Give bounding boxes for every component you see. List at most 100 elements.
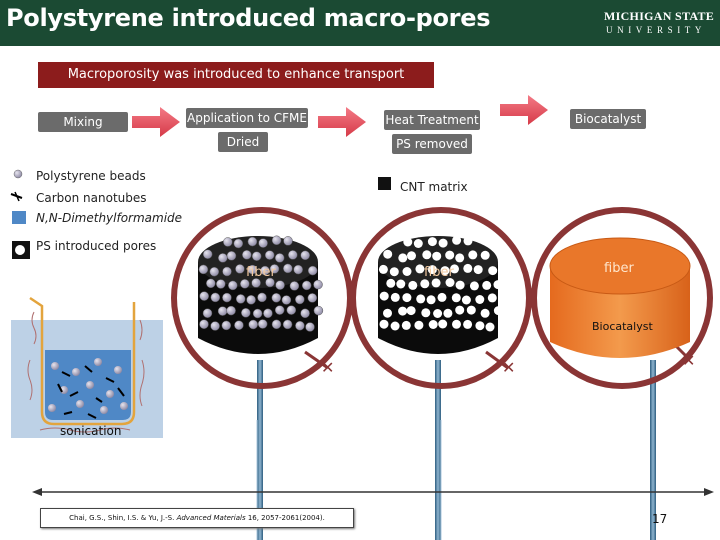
pore xyxy=(383,308,392,318)
pore xyxy=(390,292,400,302)
ps-bead xyxy=(269,264,280,274)
legend-cnt-matrix-label: CNT matrix xyxy=(400,180,468,194)
pore xyxy=(398,253,408,263)
sonication-label: sonication xyxy=(60,424,121,438)
legend-dmf-label: N,N-Dimethylformamide xyxy=(36,211,183,225)
ps-bead xyxy=(281,295,292,305)
ps-bead xyxy=(264,250,275,260)
pore xyxy=(396,279,406,289)
ps-bead xyxy=(209,266,220,277)
ps-bead xyxy=(241,308,251,318)
pore xyxy=(422,250,432,260)
pore xyxy=(427,265,437,275)
pore xyxy=(485,322,495,332)
legend-cnt-matrix-icon xyxy=(378,177,391,190)
arrow-heat-to-biocatalyst xyxy=(500,95,548,125)
ps-bead xyxy=(202,249,213,259)
pore xyxy=(461,295,471,305)
legend-cnt-icon xyxy=(10,191,23,202)
step-heat-treatment: Heat Treatment xyxy=(384,110,480,130)
pore xyxy=(414,320,424,330)
pore xyxy=(455,305,465,315)
ps-bead xyxy=(286,305,297,315)
ps-bead xyxy=(313,305,324,316)
pore xyxy=(443,308,453,318)
ps-bead xyxy=(251,251,262,261)
reference-volume: 16, 2057-2061(2004). xyxy=(247,514,325,522)
pore xyxy=(389,267,399,277)
stage3-fiber-label: fiber xyxy=(604,261,634,276)
pore xyxy=(469,281,479,291)
ps-bead xyxy=(282,319,293,330)
pore xyxy=(383,249,393,259)
step-mixing: Mixing xyxy=(38,112,128,132)
ps-bead xyxy=(233,238,244,249)
timeline-axis xyxy=(32,488,714,496)
ps-bead xyxy=(257,292,267,303)
ps-bead xyxy=(305,322,315,332)
ps-bead xyxy=(265,277,275,288)
legend-pore-icon xyxy=(12,241,30,259)
pore xyxy=(386,278,396,288)
pore xyxy=(420,279,430,289)
pore xyxy=(413,239,423,248)
pore xyxy=(407,251,416,261)
ps-bead xyxy=(240,279,250,289)
ps-bead xyxy=(300,250,310,261)
ps-bead xyxy=(210,292,221,303)
pore xyxy=(440,266,450,276)
ps-bead xyxy=(218,253,228,263)
pore xyxy=(455,280,465,290)
ps-bead xyxy=(295,320,305,331)
pore xyxy=(488,266,498,276)
ps-bead xyxy=(246,295,256,305)
pore xyxy=(468,250,478,260)
pore xyxy=(432,251,442,261)
ps-bead xyxy=(252,308,263,319)
legend-ps-pores-label: PS introduced pores xyxy=(36,239,157,253)
ps-bead xyxy=(283,263,293,274)
pore xyxy=(463,236,473,246)
ps-bead xyxy=(221,320,232,331)
ps-bead xyxy=(257,319,268,329)
pore xyxy=(445,250,455,260)
pore xyxy=(475,321,485,331)
pore xyxy=(428,320,438,329)
pore xyxy=(480,250,490,260)
pore xyxy=(415,264,425,274)
ps-bead xyxy=(235,294,246,304)
pore xyxy=(482,280,492,290)
pore xyxy=(463,319,473,329)
step-dried: Dried xyxy=(218,132,268,152)
pore xyxy=(408,280,418,290)
stage1-magnifier xyxy=(171,207,353,389)
ps-bead xyxy=(199,291,209,301)
stage3-close-icon: ✕ xyxy=(682,351,695,370)
pore xyxy=(455,253,465,263)
ps-bead xyxy=(226,251,237,261)
ps-bead xyxy=(271,319,282,330)
ps-bead xyxy=(300,308,310,319)
ps-bead xyxy=(307,265,318,276)
page-title: Polystyrene introduced macro-pores xyxy=(6,4,491,32)
ps-bead xyxy=(242,250,252,260)
pore xyxy=(402,267,412,276)
pore xyxy=(401,320,411,330)
page-number: 17 xyxy=(652,512,668,526)
pore xyxy=(431,278,441,288)
pore xyxy=(433,309,443,318)
pore xyxy=(403,237,413,247)
stage2-fiber-label: fiber xyxy=(424,265,454,280)
pore xyxy=(480,308,490,318)
pore xyxy=(493,306,503,316)
ps-bead xyxy=(274,253,285,263)
pore xyxy=(398,306,408,316)
ps-bead xyxy=(274,305,285,315)
ps-bead xyxy=(283,236,293,246)
ps-bead xyxy=(216,279,226,289)
pore xyxy=(378,264,388,274)
ps-bead xyxy=(222,266,232,277)
pore xyxy=(402,293,412,303)
legend-cnt-label: Carbon nanotubes xyxy=(36,191,147,205)
